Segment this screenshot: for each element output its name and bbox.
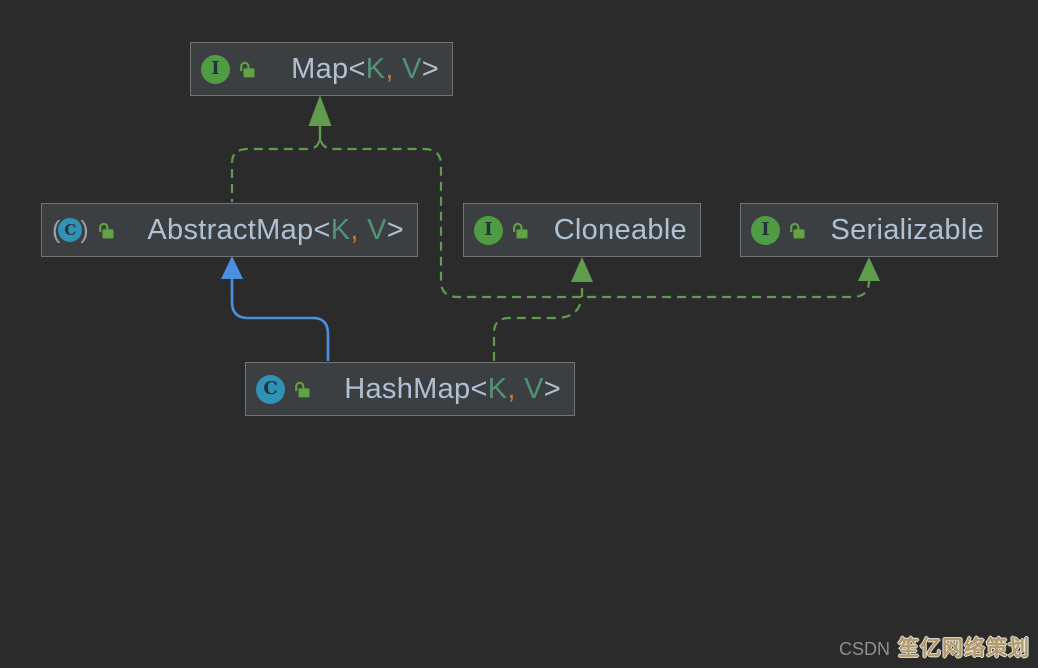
node-label: AbstractMap<K, V>	[147, 213, 404, 246]
public-lock-icon	[511, 221, 530, 240]
watermark: CSDN 笙亿网络策划	[839, 632, 1030, 662]
node-label: HashMap<K, V>	[344, 372, 561, 405]
class-letter: C	[263, 378, 278, 399]
abstract-class-icon: (C)	[52, 215, 89, 244]
public-lock-icon	[238, 60, 257, 79]
watermark-prefix: CSDN	[838, 639, 890, 659]
node-abstractmap[interactable]: (C) AbstractMap<K, V>	[41, 203, 418, 257]
interface-letter: I	[484, 219, 493, 240]
node-label: Serializable	[830, 213, 984, 246]
public-lock-icon	[293, 380, 312, 399]
public-lock-icon	[788, 221, 807, 240]
node-label: Cloneable	[553, 213, 687, 246]
node-hashmap[interactable]: C HashMap<K, V>	[245, 362, 575, 416]
edge-hashmap-extends-abstractmap	[230, 279, 330, 361]
interface-icon: I	[751, 215, 780, 245]
node-map[interactable]: I Map<K, V>	[190, 42, 453, 96]
arrowhead-to-map	[308, 95, 332, 126]
node-label: Map<K, V>	[291, 52, 439, 85]
interface-icon: I	[201, 54, 230, 84]
arrowhead-to-abstractmap	[221, 256, 243, 279]
edge-hashmap-implements-cloneable	[492, 300, 583, 361]
arrowhead-to-serializable	[858, 257, 880, 281]
public-lock-icon	[97, 221, 116, 240]
node-serializable[interactable]: I Serializable	[740, 203, 998, 257]
class-letter: C	[64, 220, 77, 239]
arrowhead-to-cloneable	[571, 257, 593, 282]
interface-letter: I	[761, 219, 770, 240]
node-cloneable[interactable]: I Cloneable	[463, 203, 701, 257]
interface-icon: I	[474, 215, 503, 245]
class-icon: C	[256, 374, 285, 404]
interface-letter: I	[211, 58, 220, 79]
watermark-author: 笙亿网络策划	[898, 637, 1030, 660]
edge-abstractmap-implements-map	[230, 140, 321, 202]
